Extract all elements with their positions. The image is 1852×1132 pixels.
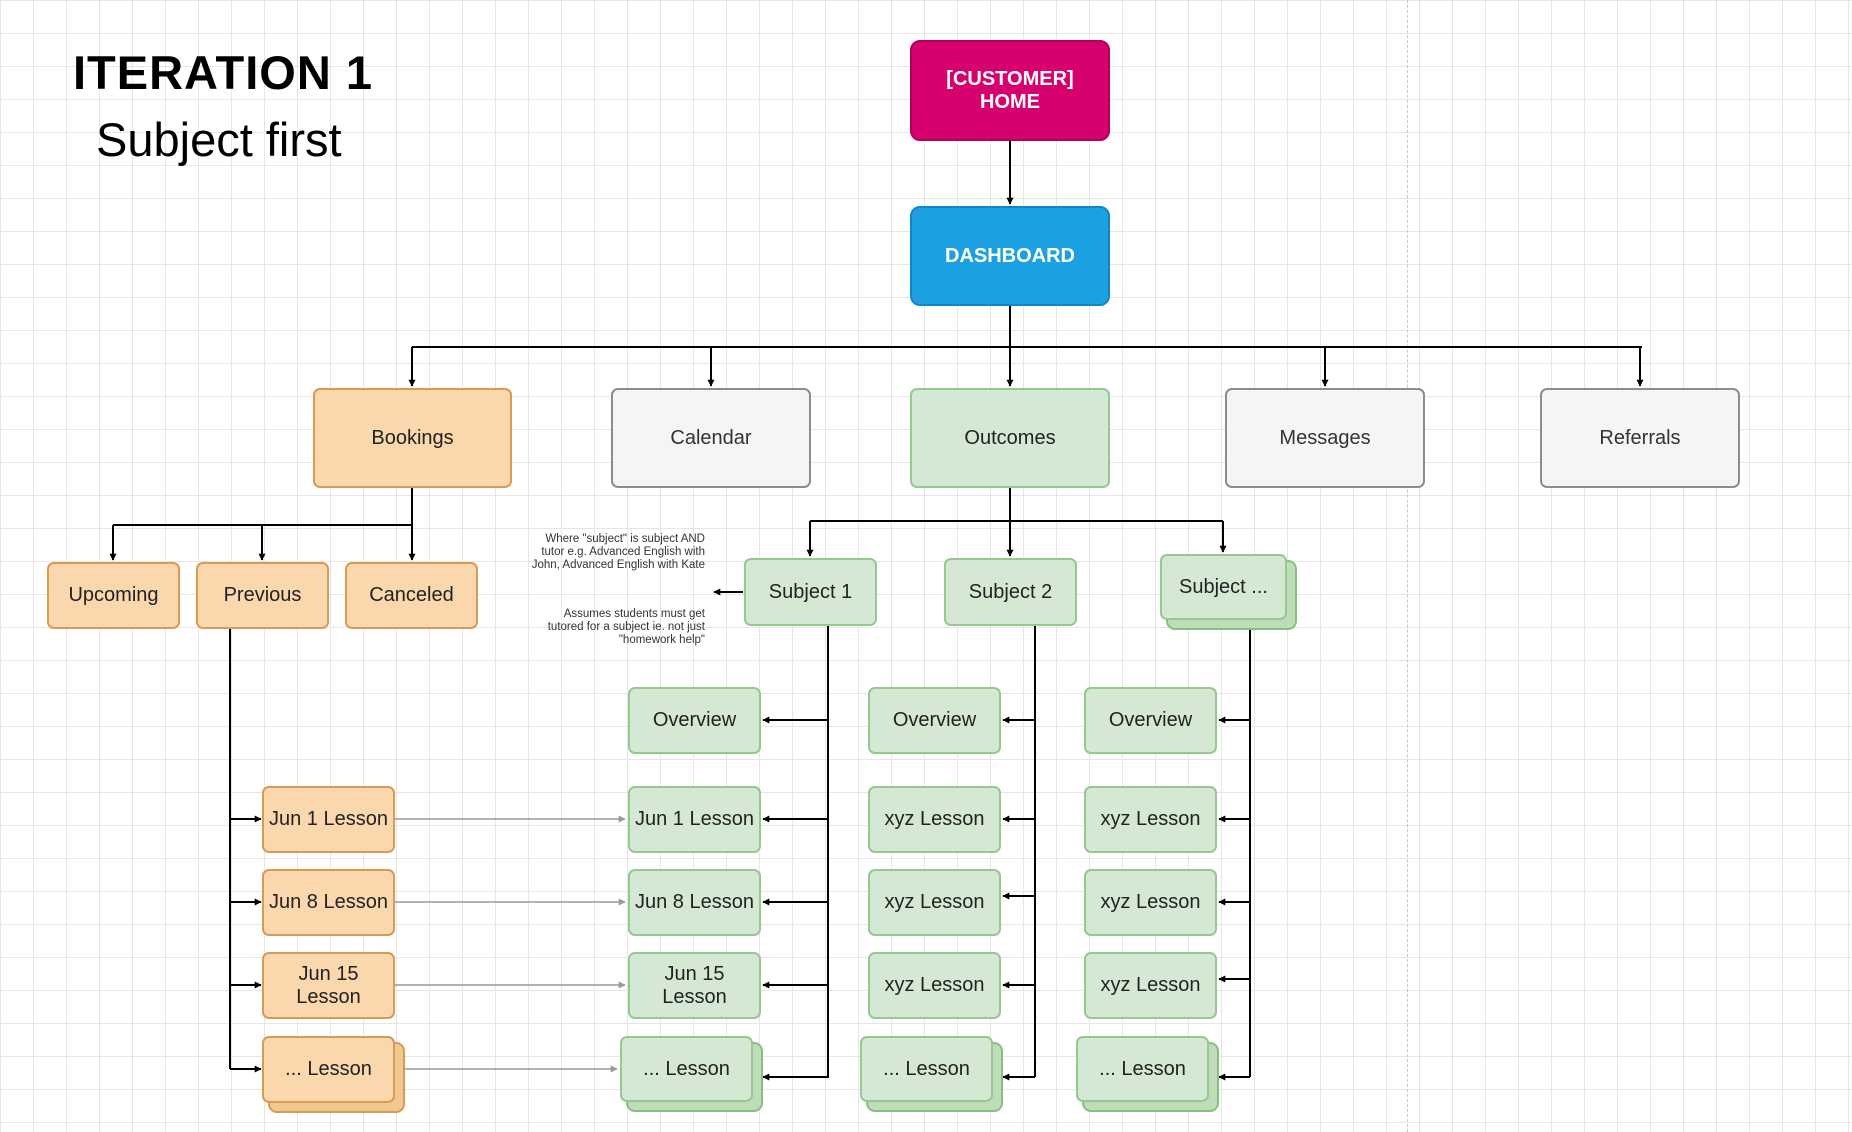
node-customer-home[interactable]: [CUSTOMER] HOME — [910, 40, 1110, 141]
edge-outcomes-bus — [810, 488, 1223, 522]
node-subject-more[interactable]: Subject ... — [1160, 554, 1287, 620]
node-subject-1[interactable]: Subject 1 — [744, 558, 877, 626]
node-s3-lesson-2[interactable]: xyz Lesson — [1084, 869, 1217, 936]
node-dashboard[interactable]: DASHBOARD — [910, 206, 1110, 306]
node-s3-overview[interactable]: Overview — [1084, 687, 1217, 754]
node-outcomes[interactable]: Outcomes — [910, 388, 1110, 488]
node-s3-lesson-1[interactable]: xyz Lesson — [1084, 786, 1217, 853]
diagram-heading: ITERATION 1 — [73, 46, 373, 99]
node-booking-lesson-more[interactable]: ... Lesson — [262, 1036, 395, 1103]
node-s1-lesson-1[interactable]: Jun 1 Lesson — [628, 786, 761, 853]
node-booking-lesson-2[interactable]: Jun 8 Lesson — [262, 869, 395, 936]
node-s2-lesson-more[interactable]: ... Lesson — [860, 1036, 993, 1102]
edge-dashboard-bus — [412, 306, 1642, 348]
node-s1-lesson-3[interactable]: Jun 15 Lesson — [628, 952, 761, 1019]
node-s2-lesson-1[interactable]: xyz Lesson — [868, 786, 1001, 853]
node-s3-lesson-more[interactable]: ... Lesson — [1076, 1036, 1209, 1102]
node-referrals[interactable]: Referrals — [1540, 388, 1740, 488]
node-booking-lesson-3[interactable]: Jun 15 Lesson — [262, 952, 395, 1019]
node-s1-lesson-2[interactable]: Jun 8 Lesson — [628, 869, 761, 936]
edge-bookings-bus — [113, 488, 413, 526]
note-subject-definition: Where "subject" is subject AND tutor e.g… — [531, 533, 705, 572]
node-bookings[interactable]: Bookings — [313, 388, 512, 488]
page-boundary-guide — [1407, 0, 1408, 1132]
note-assumption: Assumes students must get tutored for a … — [547, 608, 705, 647]
node-subject-2[interactable]: Subject 2 — [944, 558, 1077, 626]
node-s2-lesson-2[interactable]: xyz Lesson — [868, 869, 1001, 936]
node-messages[interactable]: Messages — [1225, 388, 1425, 488]
diagram-subheading: Subject first — [96, 113, 342, 166]
node-s2-lesson-3[interactable]: xyz Lesson — [868, 952, 1001, 1019]
node-s1-lesson-more[interactable]: ... Lesson — [620, 1036, 753, 1102]
node-upcoming[interactable]: Upcoming — [47, 562, 180, 629]
node-calendar[interactable]: Calendar — [611, 388, 811, 488]
node-previous[interactable]: Previous — [196, 562, 329, 629]
edge-subject1-trunk — [764, 626, 829, 1078]
node-s3-lesson-3[interactable]: xyz Lesson — [1084, 952, 1217, 1019]
node-booking-lesson-1[interactable]: Jun 1 Lesson — [262, 786, 395, 853]
node-s2-overview[interactable]: Overview — [868, 687, 1001, 754]
node-s1-overview[interactable]: Overview — [628, 687, 761, 754]
node-canceled[interactable]: Canceled — [345, 562, 478, 629]
